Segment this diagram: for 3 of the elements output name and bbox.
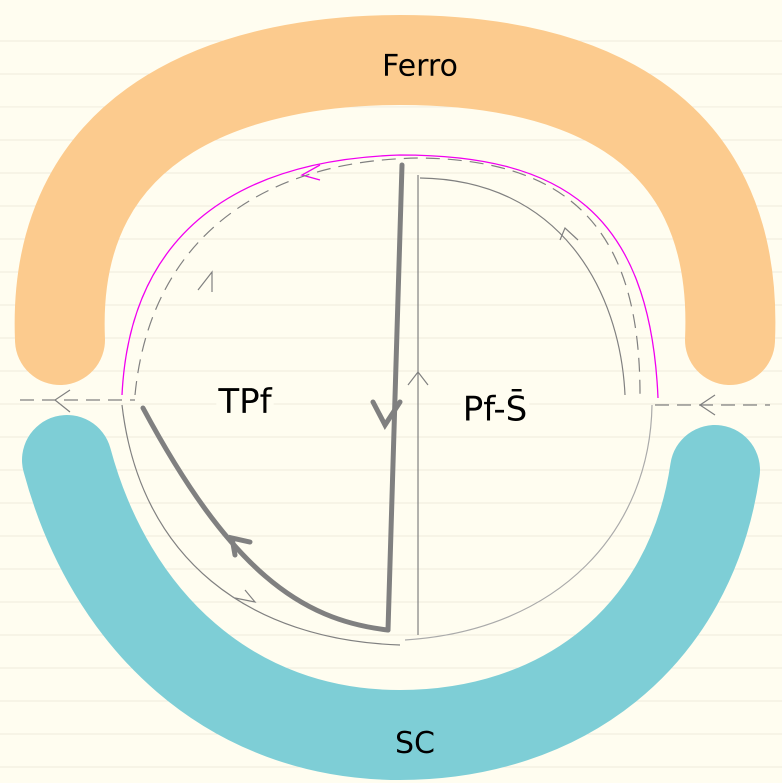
phase-band: Ferro xyxy=(15,15,775,385)
region-label: TPf xyxy=(216,385,274,415)
region-label: Pf-S̄ xyxy=(460,387,530,423)
